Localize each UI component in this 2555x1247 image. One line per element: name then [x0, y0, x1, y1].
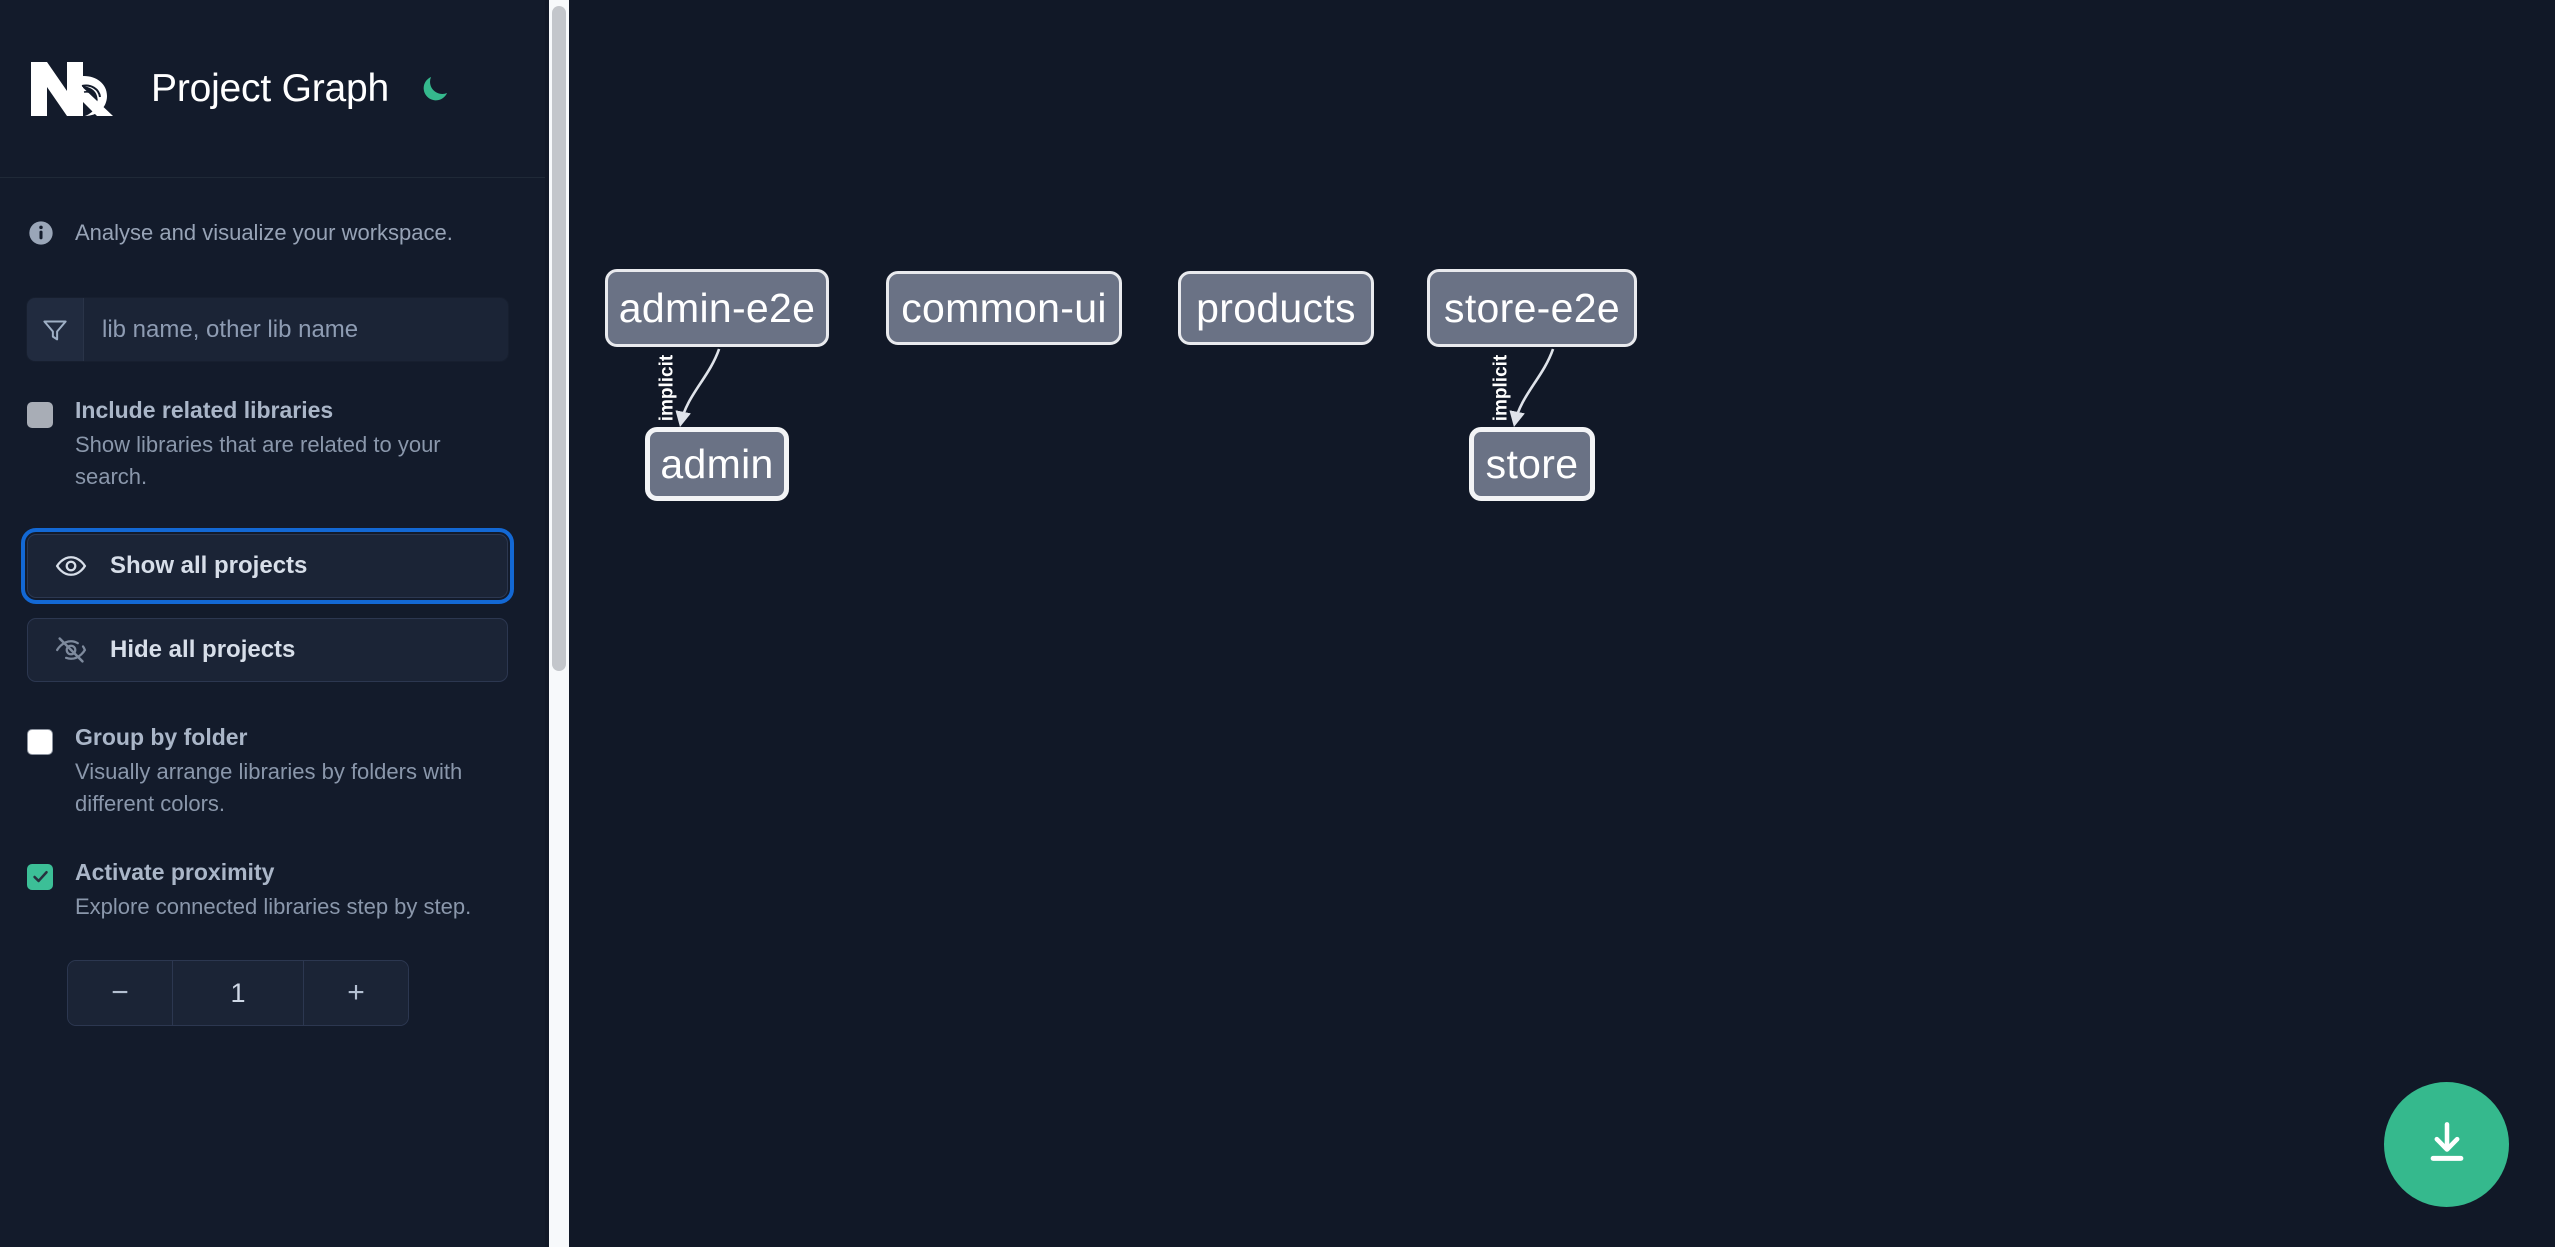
- nx-logo-icon: [27, 58, 119, 120]
- graph-node-products[interactable]: products: [1178, 271, 1374, 345]
- option-title: Activate proximity: [75, 858, 275, 885]
- page-title: Project Graph: [151, 66, 390, 110]
- proximity-value: 1: [173, 961, 303, 1026]
- option-include-related-libraries[interactable]: Include related libraries Show libraries…: [27, 397, 508, 492]
- show-all-projects-label: Show all projects: [110, 551, 308, 579]
- option-title: Include related libraries: [75, 397, 334, 423]
- search-input[interactable]: [84, 298, 508, 361]
- filter-funnel-icon: [27, 298, 84, 361]
- activate-proximity-checkbox[interactable]: [27, 863, 53, 890]
- hide-all-projects-label: Hide all projects: [110, 635, 296, 663]
- option-title: Group by folder: [75, 723, 248, 750]
- eye-slash-icon: [54, 633, 88, 667]
- moon-icon[interactable]: [415, 69, 455, 109]
- visibility-buttons: Show all projects Hide all projects: [21, 527, 514, 682]
- eye-icon: [54, 549, 88, 583]
- description-text: Analyse and visualize your workspace.: [75, 220, 453, 245]
- proximity-increment-button[interactable]: +: [303, 961, 408, 1026]
- workspace-description: Analyse and visualize your workspace.: [0, 178, 545, 288]
- include-related-libraries-checkbox[interactable]: [27, 402, 53, 428]
- option-description: Show libraries that are related to your …: [75, 432, 441, 489]
- edge-store-e2e-to-store: implicit: [1490, 348, 1555, 428]
- show-all-projects-button[interactable]: Show all projects: [21, 527, 514, 604]
- option-description: Visually arrange libraries by folders wi…: [75, 759, 463, 816]
- sidebar-header: Project Graph: [0, 0, 545, 178]
- graph-node-store[interactable]: store: [1469, 427, 1595, 501]
- proximity-stepper[interactable]: − 1 +: [67, 960, 409, 1027]
- graph-canvas[interactable]: implicit implicit admin-e2e common-ui pr…: [545, 0, 2555, 1247]
- download-graph-button[interactable]: [2384, 1082, 2509, 1207]
- hide-all-projects-button[interactable]: Hide all projects: [27, 617, 508, 682]
- graph-edges: implicit implicit: [656, 348, 1555, 428]
- info-icon: [27, 219, 55, 247]
- graph-node-admin[interactable]: admin: [645, 427, 789, 501]
- sidebar: Project Graph Analyse and visualize your…: [0, 0, 545, 1247]
- group-by-folder-checkbox[interactable]: [27, 728, 53, 755]
- sidebar-controls: Include related libraries Show libraries…: [0, 298, 545, 1027]
- proximity-decrement-button[interactable]: −: [68, 961, 173, 1026]
- graph-node-admin-e2e[interactable]: admin-e2e: [605, 269, 829, 347]
- search-bar[interactable]: [27, 298, 508, 361]
- option-description: Explore connected libraries step by step…: [75, 894, 472, 920]
- sidebar-scrollbar-thumb[interactable]: [552, 6, 566, 671]
- check-icon: [32, 871, 48, 883]
- edge-admin-e2e-to-admin: implicit: [656, 348, 721, 428]
- option-activate-proximity[interactable]: Activate proximity Explore connected lib…: [27, 859, 508, 923]
- download-icon: [2421, 1117, 2473, 1172]
- graph-node-store-e2e[interactable]: store-e2e: [1427, 269, 1637, 347]
- edge-label: implicit: [1490, 354, 1511, 421]
- edge-label: implicit: [656, 354, 677, 421]
- option-group-by-folder[interactable]: Group by folder Visually arrange librari…: [27, 724, 508, 819]
- graph-node-common-ui[interactable]: common-ui: [886, 271, 1122, 345]
